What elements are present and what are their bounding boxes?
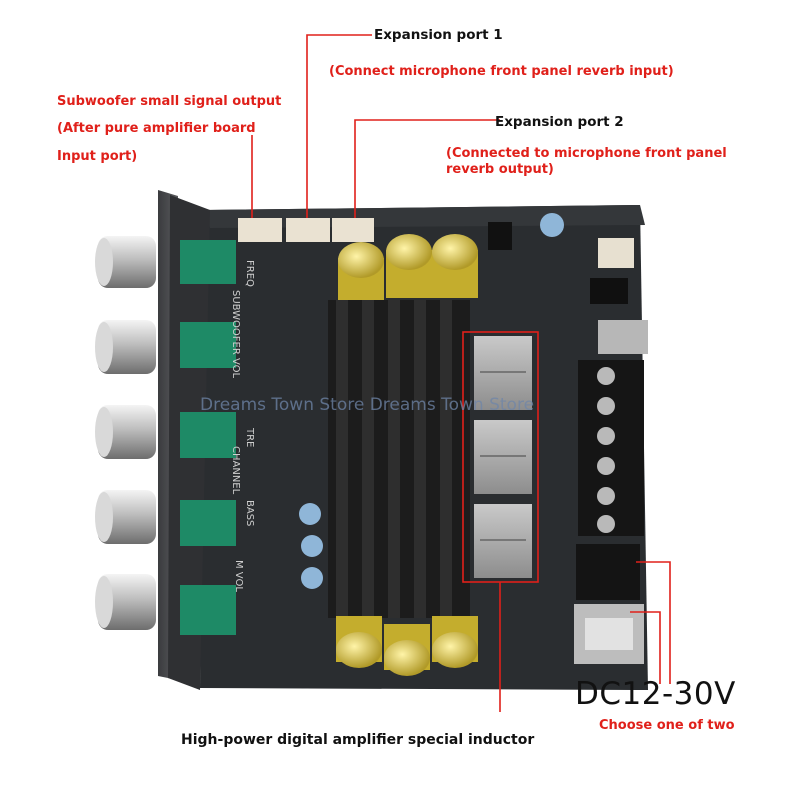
expansion-port-2-desc-line1: (Connected to microphone front panel (446, 146, 727, 161)
capacitors-bottom (336, 616, 478, 676)
silkscreen-channel: CHANNEL (230, 446, 241, 495)
dc-voltage-label: DC12-30V (575, 676, 736, 712)
potentiometers (180, 240, 236, 635)
silkscreen-subwoofer-vol: SUBWOOFER VOL (230, 290, 241, 379)
knob-1 (95, 236, 156, 288)
inductors (474, 336, 532, 578)
choose-one-of-two: Choose one of two (599, 718, 735, 733)
expansion-port-1-desc: (Connect microphone front panel reverb i… (329, 64, 674, 79)
speaker-terminal-block (578, 360, 644, 536)
volume-knobs (95, 236, 156, 630)
subwoofer-output-line1: Subwoofer small signal output (57, 94, 282, 109)
silkscreen-bass: BASS (244, 500, 255, 526)
subwoofer-output-line3: Input port) (57, 149, 138, 164)
silkscreen-tre: TRE (244, 427, 255, 447)
expansion-port-2-desc-line2: reverb output) (446, 162, 554, 177)
expansion-port-2-title: Expansion port 2 (495, 114, 624, 130)
audio-jacks (488, 222, 648, 354)
silkscreen-labels: FREQ SUBWOOFER VOL TRE CHANNEL BASS M VO… (230, 260, 255, 592)
silkscreen-m-vol: M VOL (233, 560, 244, 592)
expansion-connectors (238, 218, 374, 242)
knob-2 (95, 320, 156, 374)
small-capacitors (299, 213, 564, 589)
power-jacks (574, 544, 644, 664)
knob-5 (95, 574, 156, 630)
watermark: Dreams Town Store Dreams Town Store (200, 395, 534, 415)
silkscreen-freq: FREQ (244, 260, 255, 287)
heatsink (328, 300, 470, 618)
annotation-lines (251, 34, 671, 712)
inductor-caption: High-power digital amplifier special ind… (181, 732, 535, 748)
knob-4 (95, 490, 156, 544)
capacitors-top (338, 234, 478, 306)
expansion-port-1-title: Expansion port 1 (374, 27, 503, 43)
subwoofer-output-line2: (After pure amplifier board (57, 121, 256, 136)
knob-3 (95, 405, 156, 459)
